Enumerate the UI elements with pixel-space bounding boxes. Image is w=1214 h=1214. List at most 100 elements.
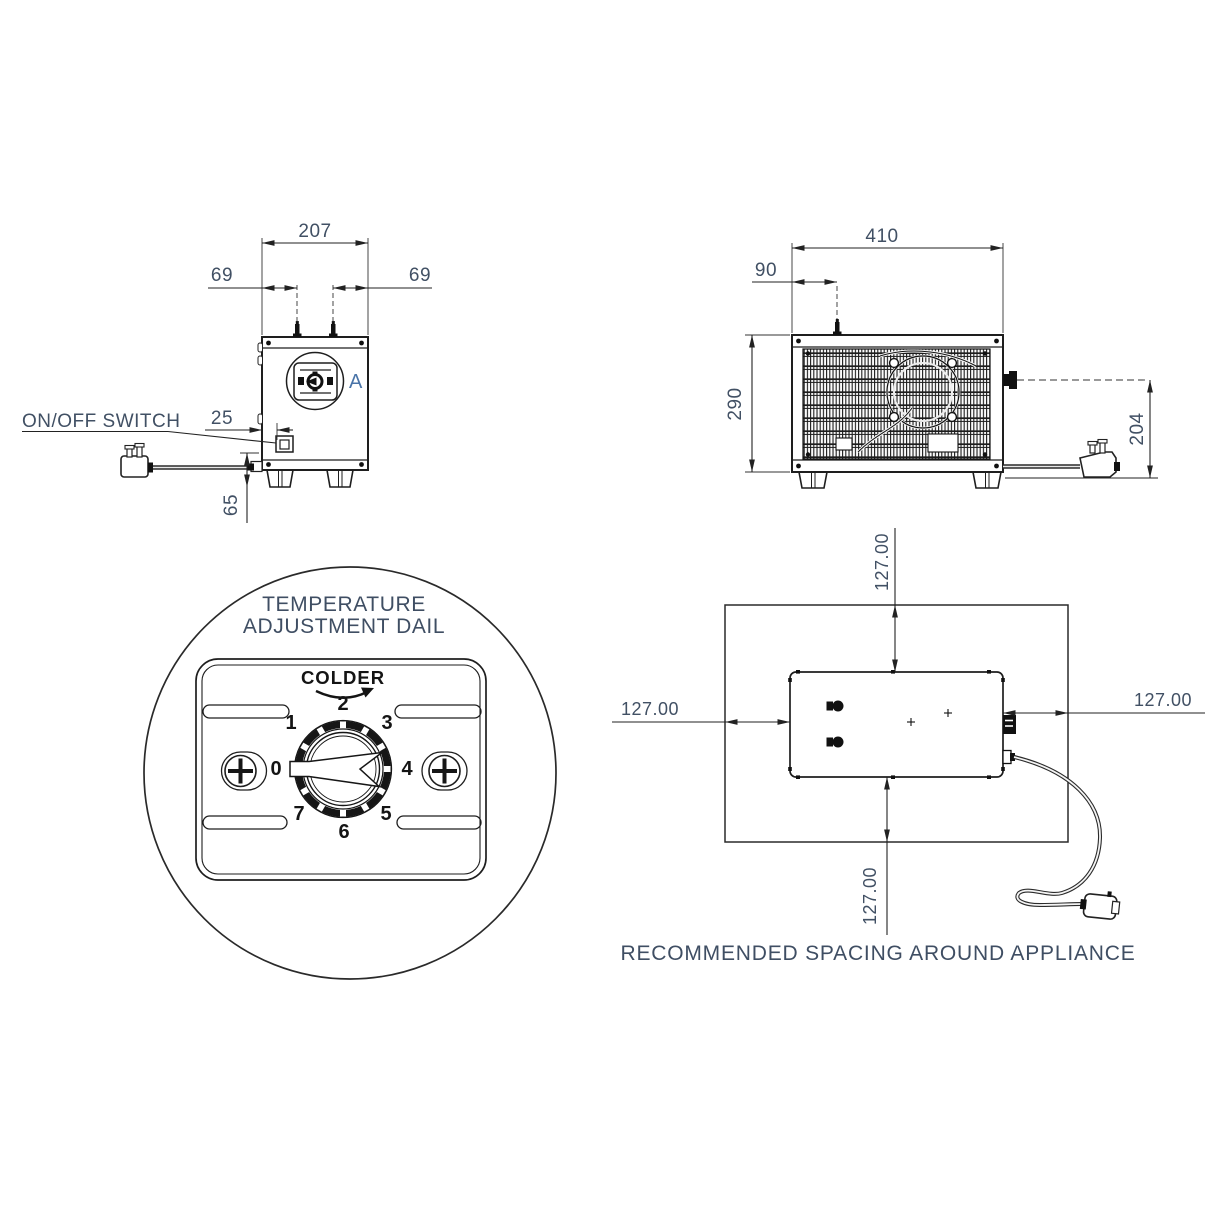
- side-plug: [1079, 438, 1120, 478]
- dial-number-3: 3: [381, 712, 392, 734]
- inlet-fitting-left: [293, 321, 302, 337]
- dim-text-right: 127.00: [1134, 690, 1192, 710]
- plate-screw-left: [220, 751, 268, 791]
- plate-screw-right: [421, 751, 468, 791]
- dial-number-6: 6: [338, 821, 349, 843]
- dial-title-line1: TEMPERATURE: [262, 593, 426, 616]
- dim-text-left: 127.00: [621, 699, 679, 719]
- side-foot-left: [798, 471, 828, 489]
- edge-bump: [257, 413, 263, 425]
- dim-text-90: 90: [755, 260, 777, 281]
- spacing-plug: [1079, 891, 1121, 920]
- on-off-switch-inner: [279, 439, 290, 450]
- plate-groove: [396, 815, 482, 830]
- dim-text-410: 410: [865, 226, 898, 247]
- fan-screw-hole: [946, 357, 958, 369]
- dim-text-290: 290: [725, 387, 746, 420]
- dial-number-2: 2: [337, 693, 348, 715]
- dial-plate-inner: [201, 664, 481, 875]
- dim-text-65: 65: [221, 494, 242, 516]
- dimension-inlets: 69 69: [208, 265, 432, 291]
- outlet-connector: [1003, 371, 1017, 389]
- fan-assembly: [835, 349, 977, 454]
- dimension-side-height: 290: [725, 334, 790, 473]
- side-foot-right: [972, 471, 1002, 489]
- inlet-fitting-right: [329, 321, 338, 337]
- front-power-cord: [150, 460, 263, 473]
- dimension-cord-height: 65: [221, 452, 259, 523]
- dial-detail-view: TEMPERATURE ADJUSTMENT DAIL COLDER: [143, 566, 557, 980]
- on-off-switch-text: ON/OFF SWITCH: [22, 411, 180, 432]
- grille-screw: [982, 351, 988, 356]
- dimension-switch-offset: 25: [205, 408, 293, 440]
- edge-bump: [257, 355, 263, 366]
- plate-groove: [202, 704, 290, 719]
- fan-screw-hole: [888, 411, 900, 423]
- dimension-side-width: 410: [791, 226, 1004, 333]
- front-view: A 207: [22, 221, 432, 523]
- dial-plate-outer: [195, 658, 487, 881]
- corner-screw: [359, 340, 364, 346]
- grille-screw: [805, 452, 811, 457]
- corner-screw: [796, 463, 801, 469]
- dimension-clearance-left: 127.00: [612, 699, 790, 725]
- dimension-clearance-top: 127.00: [872, 528, 898, 672]
- fan-screw-hole: [946, 411, 958, 423]
- spacing-view: 127.00 127.00 127.00 127.00 RECOMMENDED …: [612, 528, 1205, 965]
- edge-bump: [257, 342, 263, 353]
- side-view: 410 90 290 204: [725, 226, 1158, 489]
- rear-connector: [1002, 715, 1016, 765]
- knob-pointer: [289, 751, 385, 788]
- dimension-outlet-height: 204: [1127, 380, 1153, 478]
- front-foot-right: [326, 469, 354, 488]
- water-fittings-top: [826, 700, 844, 748]
- corner-screw: [994, 463, 999, 469]
- corner-screw: [994, 338, 999, 344]
- appliance-top-outline: [789, 671, 1004, 778]
- top-face-marks: [907, 709, 952, 726]
- dimension-front-width: 207: [261, 221, 369, 335]
- dial-title-line2: ADJUSTMENT DAIL: [243, 615, 445, 638]
- dial-number-4: 4: [401, 758, 413, 780]
- grille-screw: [805, 351, 811, 356]
- dial-number-7: 7: [293, 803, 304, 825]
- direction-arc: [315, 689, 368, 699]
- dial-number-0: 0: [270, 758, 281, 780]
- corner-screw: [796, 338, 801, 344]
- dim-text-top: 127.00: [872, 533, 892, 591]
- knob-knurling: [300, 721, 391, 817]
- front-foot-left: [266, 469, 294, 488]
- on-off-switch-label: ON/OFF SWITCH: [22, 411, 277, 444]
- corner-screw: [266, 340, 271, 346]
- component-block: [927, 433, 959, 453]
- direction-arrowhead: [361, 687, 374, 698]
- spacing-power-cord: [1013, 755, 1103, 908]
- corner-screw: [266, 462, 271, 467]
- spacing-caption: RECOMMENDED SPACING AROUND APPLIANCE: [621, 942, 1136, 965]
- dial-number-5: 5: [380, 803, 391, 825]
- dim-text-204: 204: [1127, 412, 1148, 445]
- dimension-clearance-bottom: 127.00: [860, 777, 890, 935]
- side-cabinet-outline: [791, 334, 1004, 473]
- grille-screw: [982, 452, 988, 457]
- corner-screw: [359, 462, 364, 467]
- colder-label: COLDER: [301, 667, 385, 688]
- component-block: [835, 437, 853, 451]
- side-inlet-fitting: [833, 319, 842, 335]
- on-off-switch: [275, 435, 294, 453]
- dim-text-69-right: 69: [409, 265, 431, 286]
- dimension-clearance-right: 127.00: [1003, 690, 1205, 716]
- front-plug: [120, 442, 153, 478]
- detail-marker-a: A: [349, 371, 363, 393]
- detail-circle-a: [285, 351, 345, 411]
- plate-groove: [202, 815, 288, 830]
- front-cabinet-outline: [261, 336, 369, 471]
- dim-text-207: 207: [298, 221, 331, 242]
- fan-screw-hole: [888, 357, 900, 369]
- plate-groove: [394, 704, 482, 719]
- dial-number-1: 1: [285, 712, 296, 734]
- dimension-side-inlet: 90: [752, 260, 837, 285]
- dim-text-bottom: 127.00: [860, 867, 880, 925]
